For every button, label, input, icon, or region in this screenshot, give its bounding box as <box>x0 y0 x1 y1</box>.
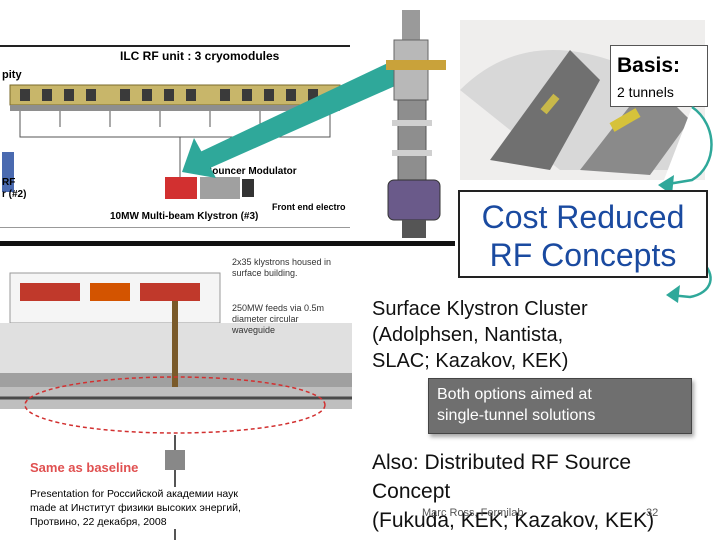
surface-line2: (Adolphsen, Nantista, <box>372 324 564 346</box>
cluster-note-1a: 2x35 klystrons housed in <box>232 257 332 267</box>
horizontal-divider <box>0 241 455 246</box>
cluster-drawing <box>0 272 352 540</box>
schematic-left-label: pity <box>2 69 22 81</box>
tunnel-photo <box>460 20 705 180</box>
surface-cluster-diagram: 2x35 klystrons housed in surface buildin… <box>0 255 352 540</box>
basis-box: Basis: 2 tunnels <box>610 45 708 107</box>
presentation-line1: Presentation for Российской академии нау… <box>30 488 238 500</box>
klystron-label: 10MW Multi-beam Klystron (#3) <box>110 211 259 222</box>
schematic-drawing <box>2 84 341 199</box>
same-as-baseline-label: Same as baseline <box>30 460 139 475</box>
cluster-note-2a: 250MW feeds via 0.5m <box>232 303 325 313</box>
footer-author: Marc Ross, Fermilab <box>422 507 524 519</box>
basis-title: Basis: <box>617 54 681 77</box>
cost-reduced-box: Cost Reduced RF Concepts <box>458 190 708 278</box>
front-end-label: Front end electro <box>272 202 346 212</box>
cluster-note-2c: waveguide <box>232 325 276 335</box>
cost-title: Cost Reduced RF Concepts <box>460 198 706 274</box>
also-text: Also: Distributed RF Source Concept (Fuk… <box>372 448 717 535</box>
callout-line1: Both options aimed at <box>437 386 592 403</box>
also-line2: Concept <box>372 480 451 503</box>
also-line1: Also: Distributed RF Source <box>372 451 632 474</box>
schematic-title: ILC RF unit : 3 cryomodules <box>120 49 280 63</box>
klystron-photo <box>386 10 446 238</box>
callout-text: Both options aimed at single-tunnel solu… <box>437 384 595 426</box>
presentation-line3: Протвино, 22 декабря, 2008 <box>30 516 167 528</box>
basis-subtitle: 2 tunnels <box>617 84 674 100</box>
also-line3: (Fukuda, KEK; Kazakov, KEK) <box>372 509 655 532</box>
page-number: 32 <box>646 507 659 519</box>
rf-label-line2: r (#2) <box>2 189 27 200</box>
rf-unit-label: RF r (#2) <box>2 177 26 201</box>
surface-klystron-text: Surface Klystron Cluster (Adolphsen, Nan… <box>372 296 712 374</box>
surface-line3: SLAC; Kazakov, KEK) <box>372 350 569 372</box>
callout-box: Both options aimed at single-tunnel solu… <box>428 378 692 434</box>
cluster-note-2: 250MW feeds via 0.5m diameter circular w… <box>232 303 324 336</box>
bouncer-modulator-label: Bouncer Modulator <box>205 166 297 177</box>
presentation-note: Presentation for Российской академии нау… <box>30 487 300 529</box>
callout-line2: single-tunnel solutions <box>437 407 596 424</box>
cluster-note-1: 2x35 klystrons housed in surface buildin… <box>232 257 331 279</box>
surface-line1: Surface Klystron Cluster <box>372 298 588 320</box>
presentation-line2: made at Институт физики высоких энергий, <box>30 502 241 514</box>
cluster-note-2b: diameter circular <box>232 314 299 324</box>
cost-title-line1: Cost Reduced <box>481 199 685 235</box>
teal-arrow <box>182 62 404 178</box>
rf-unit-schematic: ILC RF unit : 3 cryomodules pity Bouncer… <box>0 45 350 228</box>
rf-label-line1: RF <box>2 177 16 188</box>
cluster-note-1b: surface building. <box>232 268 298 278</box>
cost-title-line2: RF Concepts <box>489 237 677 273</box>
